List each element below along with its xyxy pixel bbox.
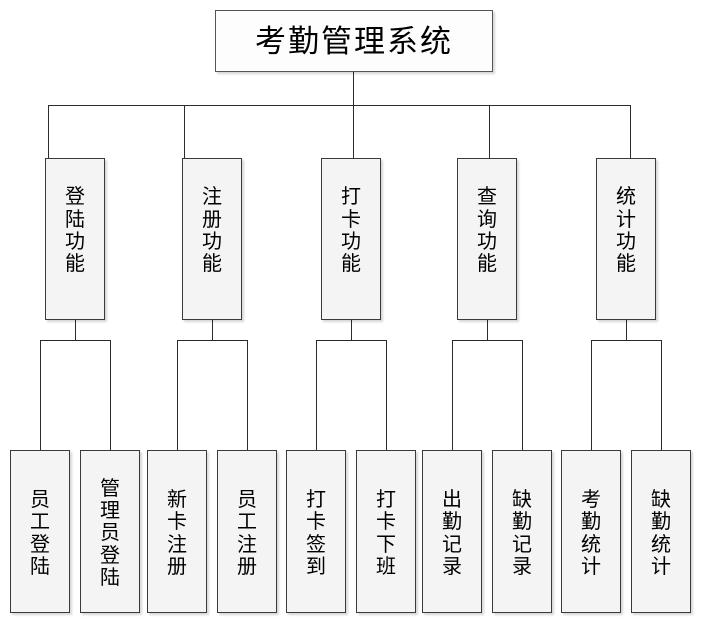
- connector-login-stem: [75, 320, 76, 341]
- connector-bus-to-login: [48, 105, 49, 158]
- connector-stats-stem: [626, 320, 627, 341]
- node-login-function[interactable]: 登 陆 功 能: [45, 158, 105, 320]
- connector-punch-stem: [351, 320, 352, 341]
- node-register-function[interactable]: 注 册 功 能: [182, 158, 242, 320]
- node-login-function-label: 登 陆 功 能: [65, 186, 85, 276]
- connector-login-bus: [40, 340, 111, 341]
- node-absence-record[interactable]: 缺 勤 记 录: [492, 450, 552, 613]
- node-attendance-stats-label: 考 勤 统 计: [581, 488, 601, 578]
- node-staff-login[interactable]: 员 工 登 陆: [10, 450, 70, 613]
- node-staff-register[interactable]: 员 工 注 册: [217, 450, 277, 613]
- connector-stats-bus: [591, 340, 662, 341]
- node-new-card-register[interactable]: 新 卡 注 册: [147, 450, 207, 613]
- connector-query-to-attend: [452, 340, 453, 450]
- node-punch-out-label: 打 卡 下 班: [376, 488, 396, 578]
- connector-register-to-newcard: [177, 340, 178, 450]
- connector-level2-bus: [48, 105, 631, 106]
- node-stats-function-label: 统 计 功 能: [616, 186, 636, 276]
- node-attendance-record-label: 出 勤 记 录: [442, 488, 462, 578]
- node-attendance-stats[interactable]: 考 勤 统 计: [561, 450, 621, 613]
- connector-register-to-staff: [247, 340, 248, 450]
- connector-stats-to-attend: [591, 340, 592, 450]
- connector-punch-bus: [316, 340, 387, 341]
- node-punch-in[interactable]: 打 卡 签 到: [286, 450, 346, 613]
- node-absence-stats[interactable]: 缺 勤 统 计: [631, 450, 691, 613]
- node-root-system[interactable]: 考勤管理系统: [215, 10, 493, 72]
- node-query-function-label: 查 询 功 能: [477, 186, 497, 276]
- node-admin-login-label: 管 理 员 登 陆: [100, 477, 120, 590]
- connector-query-to-absence: [522, 340, 523, 450]
- node-stats-function[interactable]: 统 计 功 能: [596, 158, 656, 320]
- connector-bus-to-query: [489, 105, 490, 158]
- node-register-function-label: 注 册 功 能: [202, 186, 222, 276]
- node-staff-register-label: 员 工 注 册: [237, 488, 257, 578]
- node-admin-login[interactable]: 管 理 员 登 陆: [80, 450, 140, 613]
- connector-query-stem: [487, 320, 488, 341]
- connector-login-to-staff: [40, 340, 41, 450]
- connector-register-stem: [212, 320, 213, 341]
- connector-root-stem: [353, 72, 354, 106]
- node-punch-out[interactable]: 打 卡 下 班: [356, 450, 416, 613]
- connector-bus-to-register: [184, 105, 185, 158]
- connector-bus-to-stats: [630, 105, 631, 158]
- connector-register-bus: [177, 340, 248, 341]
- node-new-card-register-label: 新 卡 注 册: [167, 488, 187, 578]
- node-root-label: 考勤管理系统: [255, 23, 453, 59]
- connector-punch-to-in: [316, 340, 317, 450]
- node-absence-stats-label: 缺 勤 统 计: [651, 488, 671, 578]
- connector-punch-to-out: [386, 340, 387, 450]
- node-punch-function[interactable]: 打 卡 功 能: [321, 158, 381, 320]
- node-punch-in-label: 打 卡 签 到: [306, 488, 326, 578]
- node-staff-login-label: 员 工 登 陆: [30, 488, 50, 578]
- connector-stats-to-absence: [661, 340, 662, 450]
- node-punch-function-label: 打 卡 功 能: [341, 186, 361, 276]
- connector-login-to-admin: [110, 340, 111, 450]
- connector-query-bus: [452, 340, 523, 341]
- connector-bus-to-punch: [353, 105, 354, 158]
- node-query-function[interactable]: 查 询 功 能: [457, 158, 517, 320]
- node-attendance-record[interactable]: 出 勤 记 录: [422, 450, 482, 613]
- node-absence-record-label: 缺 勤 记 录: [512, 488, 532, 578]
